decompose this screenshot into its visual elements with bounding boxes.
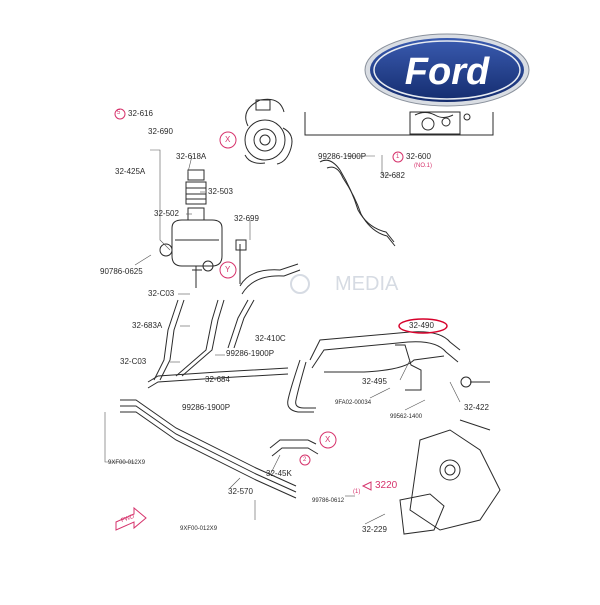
label-32-570: 32-570 — [228, 487, 253, 496]
marker-2-circle — [299, 454, 311, 466]
highlight-ring-32-490 — [398, 318, 448, 334]
circle-markers — [114, 108, 448, 466]
marker-5: 5 — [117, 110, 121, 116]
label-9xf00-012x9-a: 9XF00-012X9 — [108, 460, 146, 466]
label-32-684: 32-684 — [205, 375, 230, 384]
marker-1-circle — [392, 151, 404, 163]
hose-lines — [120, 159, 501, 535]
svg-text:Ford: Ford — [405, 51, 490, 93]
label-32-495: 32-495 — [362, 377, 387, 386]
label-99286-a: 99286-1900P — [226, 349, 275, 358]
label-32-410c: 32-410C — [255, 334, 286, 343]
marker-x2-circle — [319, 431, 337, 449]
label-32-600-sub: (NO.1) — [414, 163, 432, 169]
label-99786-0612: 99786-0612 — [312, 498, 345, 504]
marker-y1-circle — [219, 261, 237, 279]
label-32-503: 32-503 — [208, 187, 233, 196]
label-99562-1400: 99562-1400 — [390, 414, 423, 420]
pump-unit — [244, 98, 293, 165]
label-32-425a: 32-425A — [115, 167, 146, 176]
label-32-618a: 32-618A — [176, 152, 207, 161]
label-9xf00-012x9-b: 9XF00-012X9 — [180, 526, 218, 532]
label-32-690: 32-690 — [148, 127, 173, 136]
fwd-arrow — [115, 506, 147, 531]
marker-x1: X — [225, 135, 231, 144]
marker-1: 1 — [396, 154, 400, 160]
label-99286-b: 99286-1900P — [182, 403, 231, 412]
label-90786-0625: 90786-0625 — [100, 267, 143, 276]
label-32-c03-b: 32-C03 — [120, 357, 147, 366]
label-32-229: 32-229 — [362, 525, 387, 534]
label-32-422: 32-422 — [464, 403, 489, 412]
label-32-616: 32-616 — [128, 109, 153, 118]
marker-5-circle — [114, 108, 126, 120]
label-32-45k: 32-45K — [266, 469, 292, 478]
label-32-699: 32-699 — [234, 214, 259, 223]
marker-x1-circle — [219, 131, 237, 149]
label-32-600: 32-600 — [406, 152, 431, 161]
label-99286-c: 99286-1900P — [318, 152, 367, 161]
label-3220: 3220 — [375, 480, 398, 491]
watermark-text: MEDIA — [335, 273, 399, 295]
qty-marker: (1) — [353, 489, 361, 495]
label-32-683a: 32-683A — [132, 321, 163, 330]
reservoir — [159, 169, 223, 288]
pump-box — [304, 111, 494, 136]
label-32-682: 32-682 — [380, 171, 405, 180]
marker-2: 2 — [303, 457, 307, 463]
label-32-502: 32-502 — [154, 209, 179, 218]
label-9fa02-00034: 9FA02-00034 — [335, 400, 372, 406]
marker-x2: X — [325, 435, 331, 444]
leader-lines — [104, 149, 461, 525]
label-32-490: 32-490 — [409, 321, 434, 330]
marker-y1: Y — [225, 265, 231, 274]
ford-logo: Ford — [364, 33, 530, 107]
ref-arrow-3220 — [361, 481, 372, 491]
label-32-c03-a: 32-C03 — [148, 289, 175, 298]
